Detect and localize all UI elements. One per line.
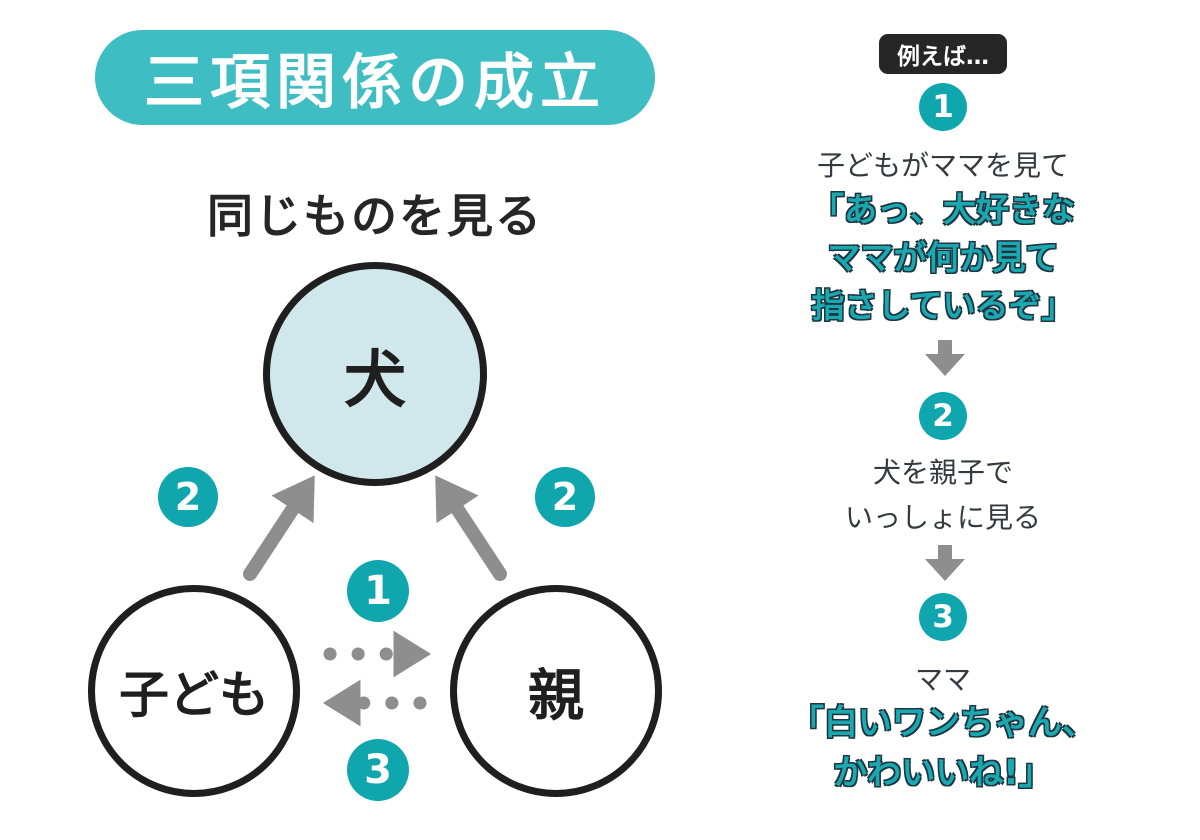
step-2-line: 犬を親子で [872, 456, 1013, 489]
step-1-quote: 「あっ、大好きな ママが何か見て 指さしているぞ」 [742, 186, 1144, 330]
step-2-number: 2 [919, 392, 967, 440]
step-3-line: ママ [914, 663, 971, 696]
example-header-badge: 例えば… [879, 34, 1007, 74]
example-header: 例えば… [793, 34, 1093, 74]
gaze-arrow-right-icon [435, 475, 507, 581]
step-1-quote-line: 「あっ、大好きな [811, 190, 1075, 229]
diagram-arrows [243, 475, 507, 727]
node-dog-label: 犬 [343, 343, 406, 416]
step-1-line: 子どもがママを見て [816, 149, 1069, 182]
badge-3-middle: 3 [347, 739, 409, 801]
node-parent-label: 親 [528, 663, 584, 729]
step-1-quote-line: 指さしているぞ」 [811, 286, 1075, 325]
badge-1-middle: 1 [347, 560, 409, 622]
badge-2-left: 2 [158, 467, 218, 527]
step-2-line: いっしょに見る [844, 501, 1041, 534]
diagram-subtitle: 同じものを見る [207, 189, 543, 243]
step-3-quote-line: かわいいね!」 [833, 753, 1053, 793]
node-dog: 犬 [263, 262, 487, 486]
title-badge: 三項関係の成立 [95, 30, 655, 125]
down-arrow-icon [925, 340, 965, 376]
step-3-text: ママ [768, 657, 1118, 702]
step-3-quote-line: 「白いワンちゃん、 [790, 703, 1096, 743]
step-1-number: 1 [919, 83, 967, 131]
badge-2-right: 2 [535, 467, 595, 527]
step-3-quote: 「白いワンちゃん、 かわいいね!」 [742, 698, 1144, 798]
step-1-text: 子どもがママを見て [768, 143, 1118, 188]
step-1-quote-line: ママが何か見て [827, 238, 1059, 277]
page-title: 三項関係の成立 [144, 48, 606, 118]
step-2-text: 犬を親子で いっしょに見る [768, 450, 1118, 540]
node-parent: 親 [450, 585, 662, 797]
down-arrow-icon [925, 545, 965, 581]
node-child: 子ども [88, 585, 300, 797]
node-child-label: 子ども [119, 666, 269, 724]
step-3-number: 3 [919, 593, 967, 641]
gaze-arrow-left-icon [243, 475, 315, 581]
